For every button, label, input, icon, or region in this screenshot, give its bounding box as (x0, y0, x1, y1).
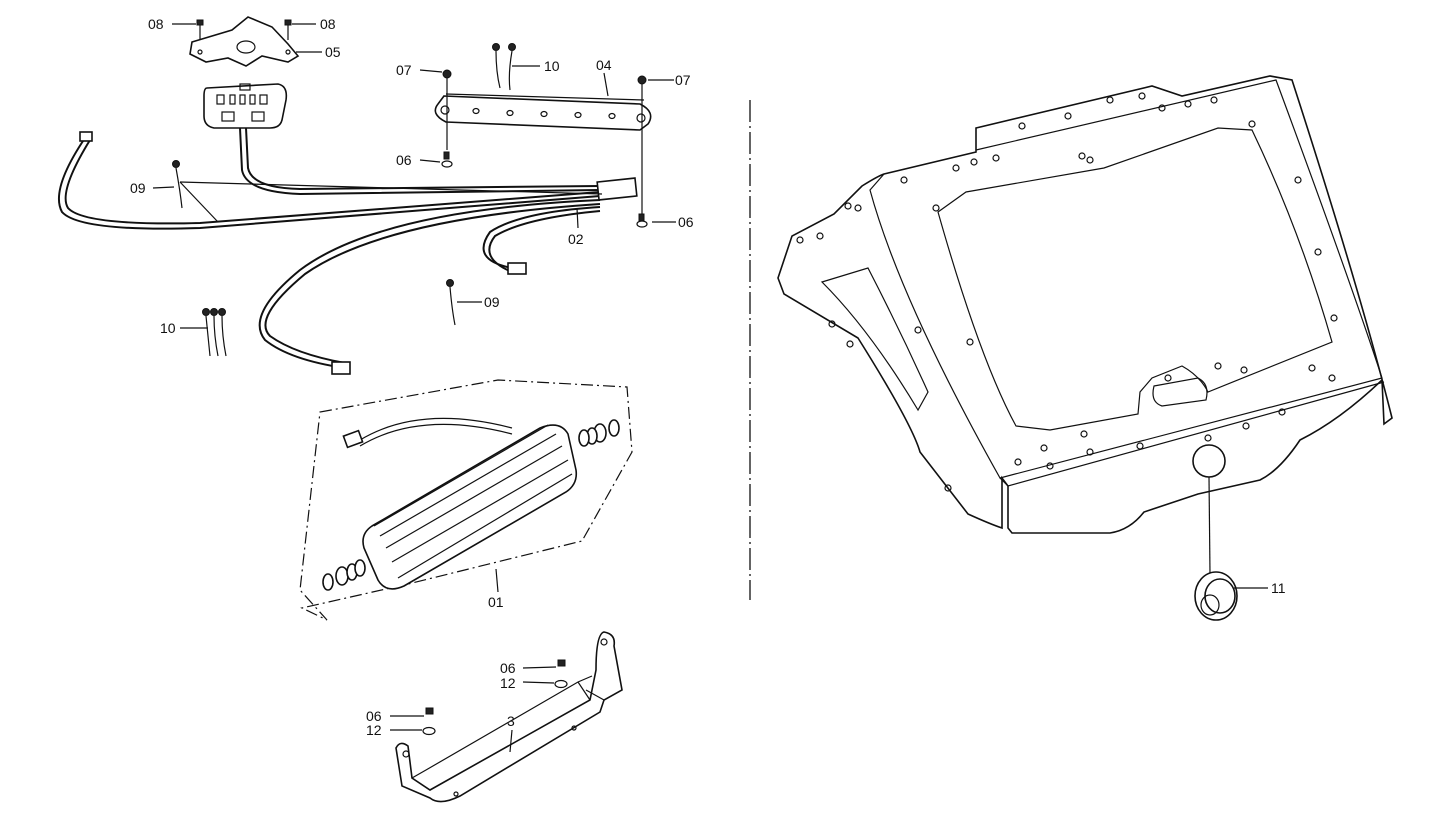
screw-06-d (422, 707, 436, 736)
light-bar-01 (299, 379, 633, 621)
callout-12-bracket-left: 12 (366, 722, 382, 738)
wires-10-left (202, 308, 227, 357)
callout-06-top: 06 (396, 152, 412, 168)
callout-06-bracket-right: 06 (500, 660, 516, 676)
callout-02: 02 (568, 231, 584, 247)
mount-plate-05 (189, 16, 300, 67)
callout-07-right: 07 (675, 72, 691, 88)
callout-09-center: 09 (484, 294, 500, 310)
callout-08-right: 08 (320, 16, 336, 32)
callout-01: 01 (488, 594, 504, 610)
mounting-bar-04 (434, 93, 652, 131)
callout-12-bracket-right: 12 (500, 675, 516, 691)
wiring-harness-02 (58, 127, 638, 375)
cable-tie-09-a (172, 160, 183, 209)
callout-06-right: 06 (678, 214, 694, 230)
screw-06-b (636, 213, 648, 228)
screw-08-right (284, 19, 292, 40)
callout-3: 3 (507, 713, 515, 729)
callout-06-bracket-left: 06 (366, 708, 382, 724)
roof-panel (777, 75, 1393, 534)
callout-04: 04 (596, 57, 612, 73)
callout-08-left: 08 (148, 16, 164, 32)
leader-lines (152, 23, 1268, 753)
switch-block (203, 83, 288, 129)
screw-06-c (554, 659, 568, 689)
cable-tie-09-b (446, 279, 456, 326)
callout-labels: 08 08 05 07 10 04 07 06 09 06 02 09 10 0… (130, 16, 1286, 738)
nut-07-left (442, 69, 452, 150)
wires-10-top (492, 43, 516, 91)
bracket-3 (395, 631, 623, 803)
callout-10-left: 10 (160, 320, 176, 336)
screw-08-left (196, 19, 204, 40)
callout-11: 11 (1271, 580, 1286, 596)
callout-10-top: 10 (544, 58, 560, 74)
grommet-11 (1192, 444, 1238, 621)
callout-07-left: 07 (396, 62, 412, 78)
callout-05: 05 (325, 44, 341, 60)
screw-06-a (441, 151, 453, 168)
nut-07-right (637, 75, 647, 214)
callout-09-left: 09 (130, 180, 146, 196)
